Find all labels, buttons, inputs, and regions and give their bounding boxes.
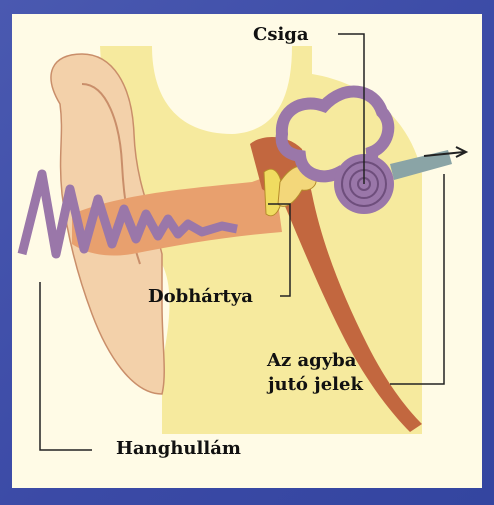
label-agyba-line1: Az agyba <box>267 350 356 372</box>
ear-diagram <box>12 14 482 488</box>
label-csiga: Csiga <box>253 24 309 46</box>
label-agyba-line2: jutó jelek <box>268 374 363 396</box>
label-hanghullam: Hanghullám <box>116 438 241 460</box>
label-dobhartya: Dobhártya <box>148 286 253 308</box>
hanghullam-leader <box>40 282 92 450</box>
diagram-panel: Csiga Dobhártya Az agyba jutó jelek Hang… <box>12 14 482 488</box>
